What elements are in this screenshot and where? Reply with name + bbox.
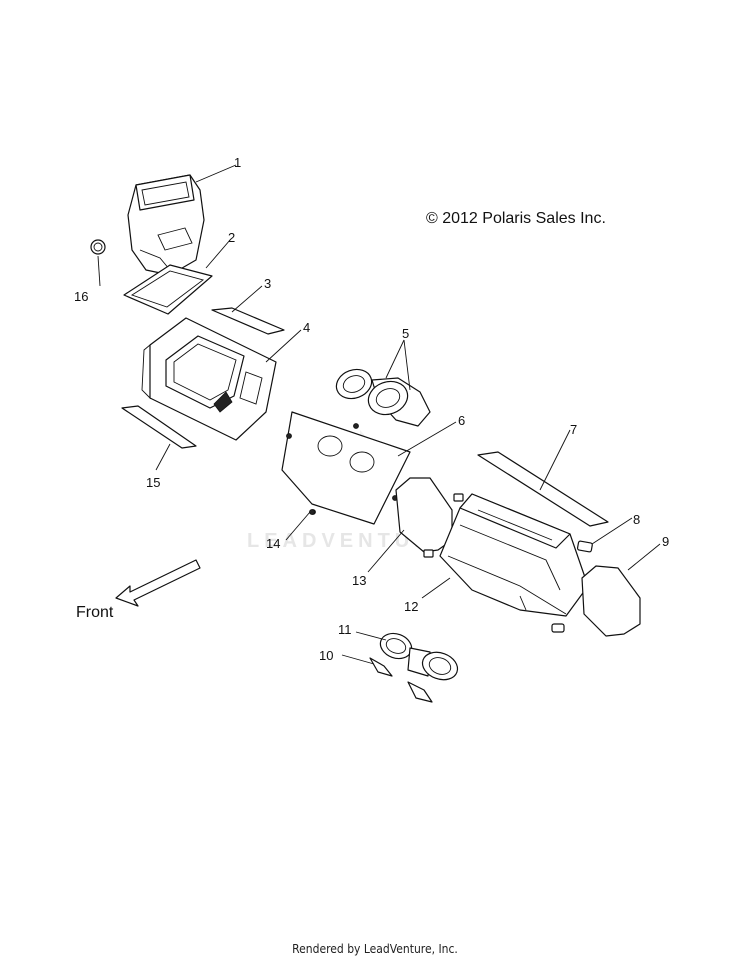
callout-5: 5 [402,326,409,341]
airbox-cover-part-4[interactable] [141,317,277,441]
callout-4: 4 [303,320,310,335]
small-fasteners [423,493,565,633]
watermark-text: LEADVENTURE [247,530,453,552]
callout-16: 16 [74,289,88,304]
pad-part-13[interactable] [395,477,453,553]
seal-strip-part-7[interactable] [477,451,609,527]
callout-10: 10 [319,648,333,663]
callout-9: 9 [662,534,669,549]
plate-part-6[interactable] [281,411,411,525]
fastener-part-8[interactable] [576,540,593,553]
callout-14: 14 [266,536,280,551]
callout-8: 8 [633,512,640,527]
callout-numbers: 1 2 3 4 5 6 7 8 9 10 11 12 13 14 15 16 [74,155,669,663]
leader-lines [97,164,661,665]
screw-part-14[interactable] [309,509,315,515]
gasket-part-2[interactable] [123,264,213,315]
pad-part-9[interactable] [581,565,641,637]
callout-7: 7 [570,422,577,437]
callout-15: 15 [146,475,160,490]
front-arrow-icon [115,559,201,607]
clamp-part-16[interactable] [90,239,106,255]
callout-13: 13 [352,573,366,588]
callout-3: 3 [264,276,271,291]
seal-strip-part-15[interactable] [121,405,197,449]
callout-1: 1 [234,155,241,170]
seal-strip-part-3[interactable] [211,307,285,335]
copyright-notice: © 2012 Polaris Sales Inc. [426,210,606,227]
front-direction-label: Front [76,604,114,621]
airbox-base-part-12[interactable] [439,493,589,617]
callout-12: 12 [404,599,418,614]
callout-2: 2 [228,230,235,245]
coupler-part-11[interactable] [377,629,462,684]
air-filters-part-5[interactable] [332,365,431,427]
clamp-part-10[interactable] [369,657,433,703]
intake-duct-part-1[interactable] [127,174,205,276]
callout-11: 11 [338,622,352,637]
footer-credit: Rendered by LeadVenture, Inc. [292,942,458,956]
callout-6: 6 [458,413,465,428]
